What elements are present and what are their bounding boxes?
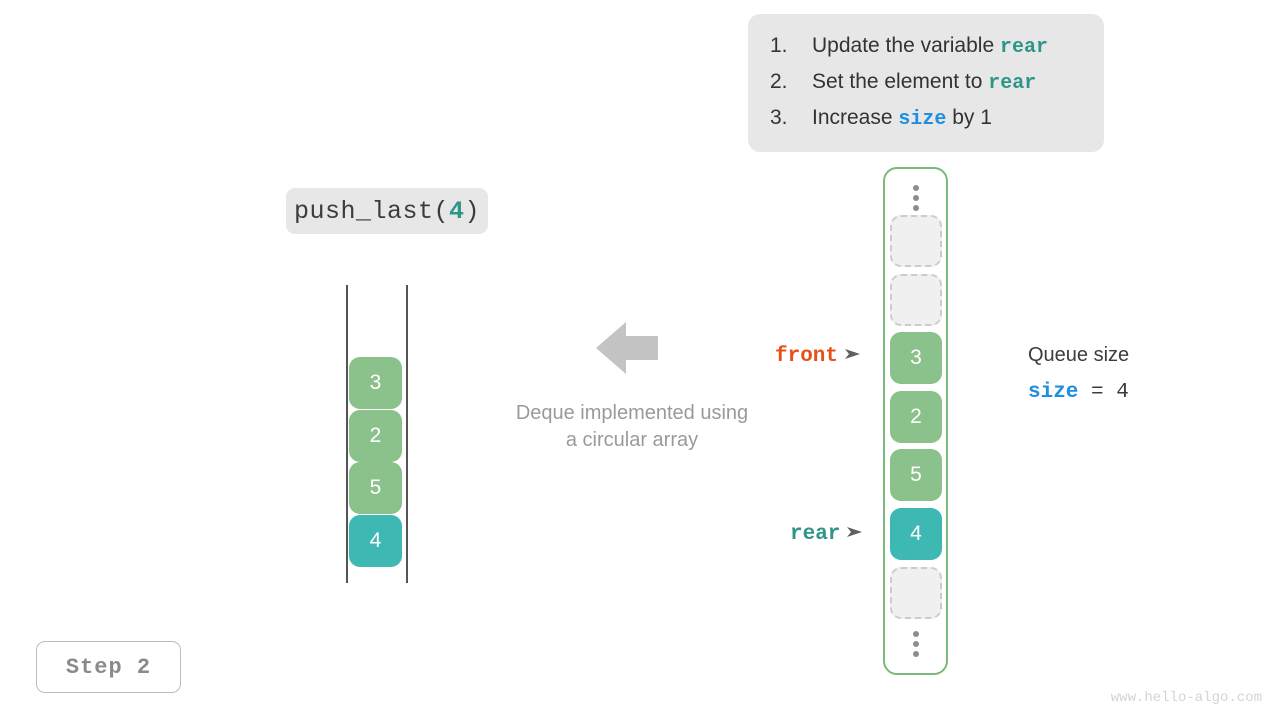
deque-rail-right (406, 285, 408, 583)
operation-label: push_last(4) (286, 188, 488, 234)
size-variable-token: size (1028, 381, 1079, 404)
ellipsis-bottom-icon (912, 631, 919, 657)
operation-argument: 4 (449, 196, 465, 226)
step-number: 2. (770, 70, 788, 93)
code-token-rear: rear (999, 36, 1048, 59)
code-token-rear: rear (988, 72, 1037, 95)
step-label: Set the element to rear (812, 70, 1037, 95)
deque-rail-left (346, 285, 348, 583)
code-token-size: size (898, 108, 947, 131)
step-label: Update the variable rear (812, 34, 1048, 59)
direction-arrow-icon (596, 322, 658, 379)
ellipsis-top-icon (912, 185, 919, 211)
step-item: 2. Set the element to rear (770, 70, 1080, 106)
pointer-front: front (775, 345, 861, 368)
array-cell-filled: 5 (890, 449, 942, 501)
array-cell-filled: 4 (890, 508, 942, 560)
operation-text: push_last(4) (294, 197, 480, 226)
pointer-rear-label: rear (790, 523, 841, 546)
steps-callout: 1. Update the variable rear 2. Set the e… (748, 14, 1104, 152)
queue-size-title: Queue size (1028, 344, 1130, 366)
operation-close-paren: ) (464, 196, 481, 226)
step-number: 3. (770, 106, 788, 129)
array-cell-empty (890, 567, 942, 619)
diagram-caption: Deque implemented using a circular array (462, 400, 802, 454)
deque-cell: 5 (349, 462, 402, 514)
deque-cell: 3 (349, 357, 402, 409)
deque-cell: 4 (349, 515, 402, 567)
pointer-rear: rear (790, 523, 863, 546)
step-item: 3. Increase size by 1 (770, 106, 1080, 142)
array-cell-empty (890, 274, 942, 326)
step-number: 1. (770, 34, 788, 57)
caption-line-1: Deque implemented using (515, 402, 749, 424)
operation-name: push_last( (293, 196, 449, 226)
equals-sign: = (1078, 381, 1117, 404)
caption-line-2: a circular array (565, 429, 699, 451)
pointer-arrow-icon (847, 524, 863, 545)
step-badge: Step 2 (36, 641, 181, 693)
step-label: Increase size by 1 (812, 106, 992, 131)
queue-size-value: size = 4 (1028, 381, 1129, 404)
size-number: 4 (1116, 381, 1129, 404)
pointer-front-label: front (775, 345, 839, 368)
step-item: 1. Update the variable rear (770, 34, 1080, 70)
array-cell-empty (890, 215, 942, 267)
watermark: www.hello-algo.com (1110, 690, 1262, 706)
array-cell-filled: 2 (890, 391, 942, 443)
array-cell-filled: 3 (890, 332, 942, 384)
deque-cell: 2 (349, 410, 402, 462)
pointer-arrow-icon (845, 346, 861, 367)
